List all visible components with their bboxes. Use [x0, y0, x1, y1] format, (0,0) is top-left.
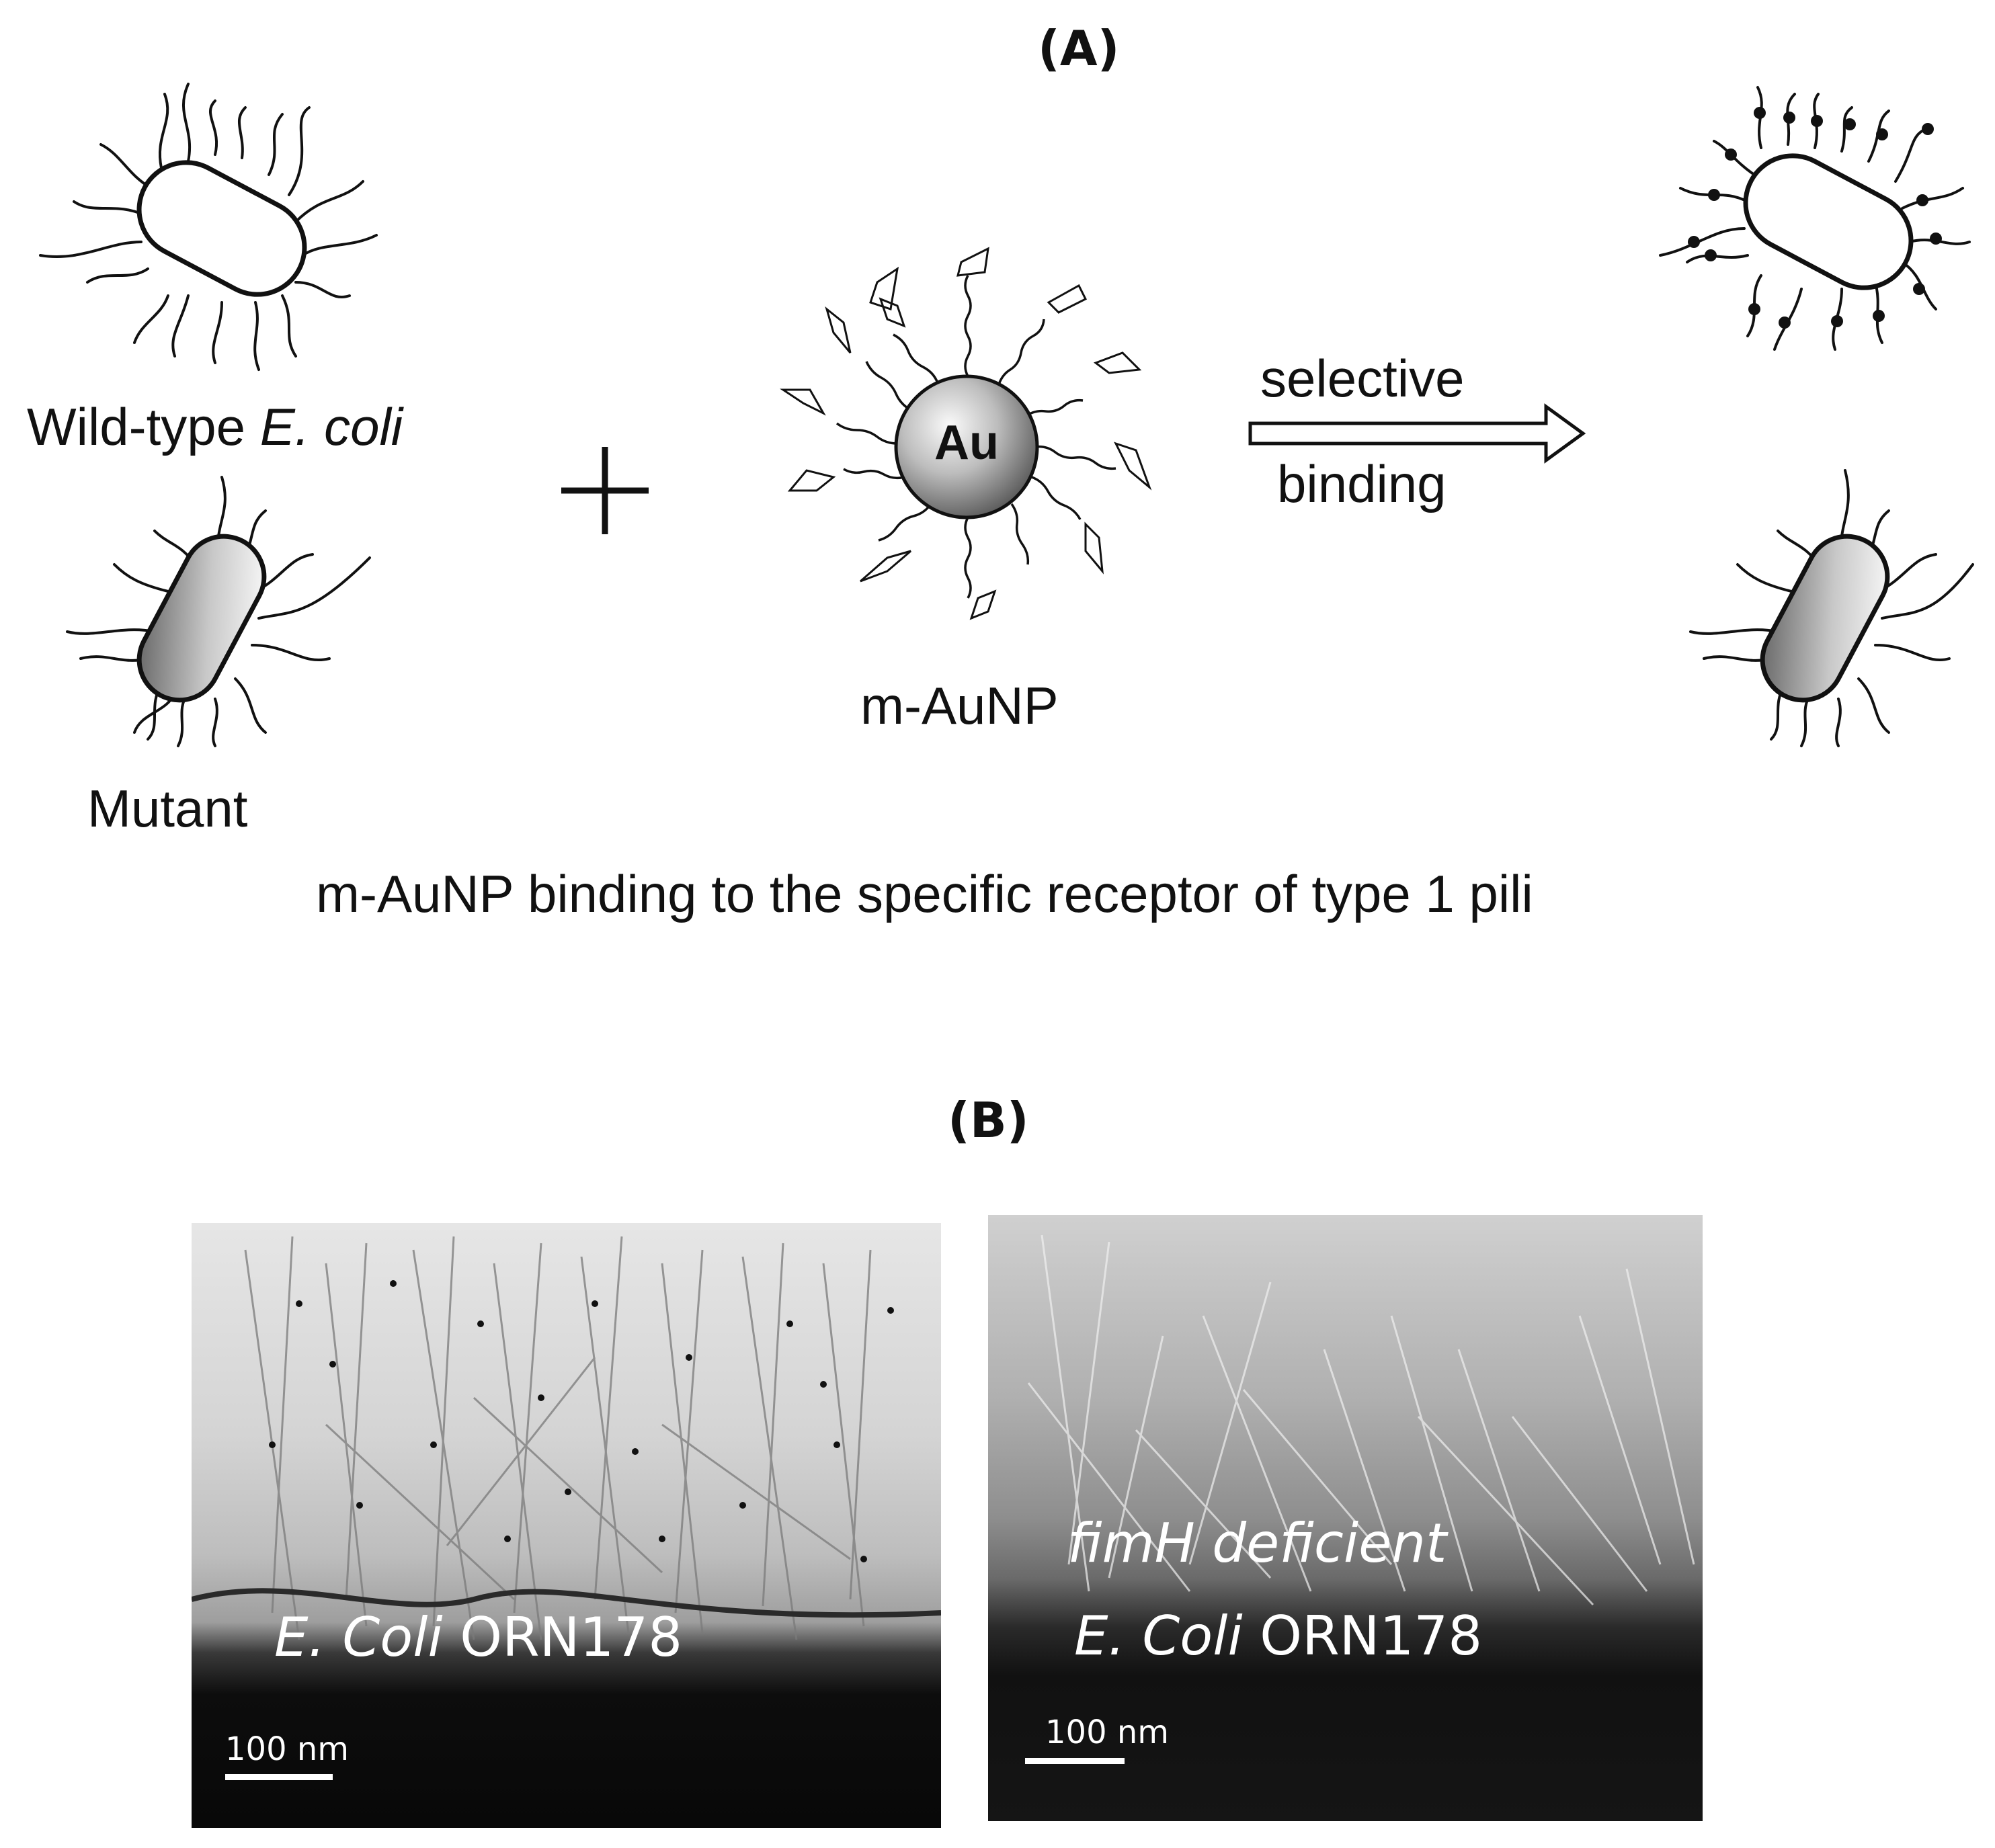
left-micrograph-label: E. Coli ORN178 — [274, 1606, 682, 1669]
right-scale-label: 100 nm — [1045, 1714, 1169, 1751]
right-micrograph-line1: fimH deficient — [1067, 1512, 1447, 1574]
left-scale-label: 100 nm — [225, 1730, 349, 1768]
micrograph-fimh-deficient: fimH deficient E. Coli ORN178 100 nm — [988, 1215, 1703, 1821]
selective-binding-arrow — [1250, 407, 1583, 460]
right-species: E. Coli — [1074, 1605, 1243, 1667]
wild-type-bound-bacterium — [1660, 87, 1969, 349]
wild-type-label: Wild-type E. coli — [27, 396, 403, 458]
nanoparticle-label: m-AuNP — [860, 675, 1059, 737]
nanoparticle-core-label: Au — [934, 415, 999, 470]
panel-a-caption: m-AuNP binding to the specific receptor … — [316, 864, 1533, 925]
micrograph-wild-type: E. Coli ORN178 100 nm — [192, 1223, 941, 1828]
wild-type-bacterium — [40, 84, 376, 370]
wild-type-prefix: Wild-type — [27, 397, 260, 456]
left-strain: ORN178 — [443, 1606, 683, 1669]
plus-sign — [561, 447, 649, 534]
mutant-label: Mutant — [87, 778, 247, 839]
arrow-top-label: selective — [1260, 348, 1464, 409]
right-strain: ORN178 — [1243, 1605, 1483, 1667]
right-genotype: fimH deficient — [1067, 1512, 1447, 1574]
mutant-unbound-bacterium — [1691, 470, 1973, 746]
right-scale-bar — [1025, 1758, 1125, 1764]
mutant-bacterium — [67, 477, 370, 746]
panel-b-label: (B) — [948, 1092, 1029, 1148]
wild-type-species: E. coli — [260, 397, 403, 456]
left-scale-bar — [225, 1774, 333, 1780]
left-species: E. Coli — [274, 1606, 443, 1669]
right-micrograph-line2: E. Coli ORN178 — [1074, 1605, 1482, 1667]
arrow-bottom-label: binding — [1277, 454, 1447, 515]
